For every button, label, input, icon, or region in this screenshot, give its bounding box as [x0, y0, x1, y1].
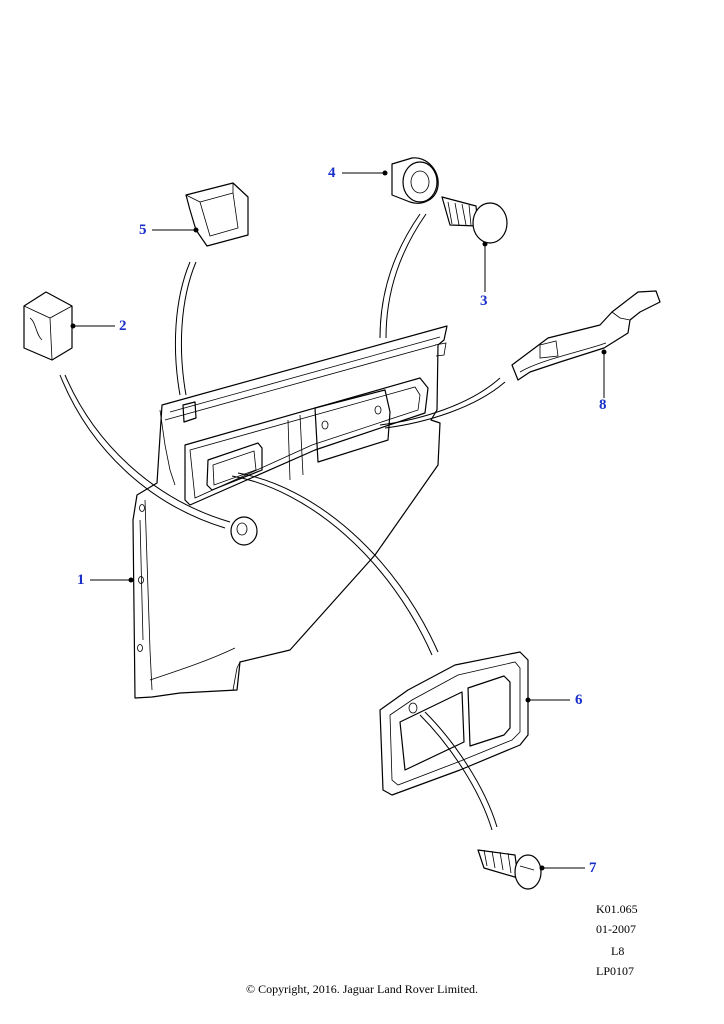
- callout-3: 3: [480, 293, 488, 309]
- foam-pad: [23, 291, 73, 361]
- callout-5: 5: [139, 222, 147, 238]
- callout-8: 8: [599, 397, 607, 413]
- push-nut: [391, 157, 439, 204]
- clip-bezel: [185, 182, 249, 247]
- copyright-notice: © Copyright, 2016. Jaguar Land Rover Lim…: [245, 982, 479, 996]
- handle-housing: [379, 651, 529, 796]
- assembly-guide-lines: [59, 213, 506, 831]
- callout-leaders: [70, 170, 607, 871]
- callout-2: 2: [119, 318, 127, 334]
- pull-handle: [511, 290, 661, 381]
- reference-date: 01-2007: [596, 922, 636, 936]
- reference-model: L8: [611, 944, 625, 958]
- callout-7: 7: [589, 860, 597, 876]
- callout-4: 4: [328, 165, 336, 181]
- reference-page: LP0107: [596, 964, 635, 978]
- reference-code: K01.065: [596, 902, 638, 916]
- door-trim-panel: [132, 325, 448, 699]
- screw: [477, 849, 542, 890]
- callout-1: 1: [77, 572, 85, 588]
- trim-fastener: [441, 196, 508, 244]
- callout-6: 6: [575, 692, 583, 708]
